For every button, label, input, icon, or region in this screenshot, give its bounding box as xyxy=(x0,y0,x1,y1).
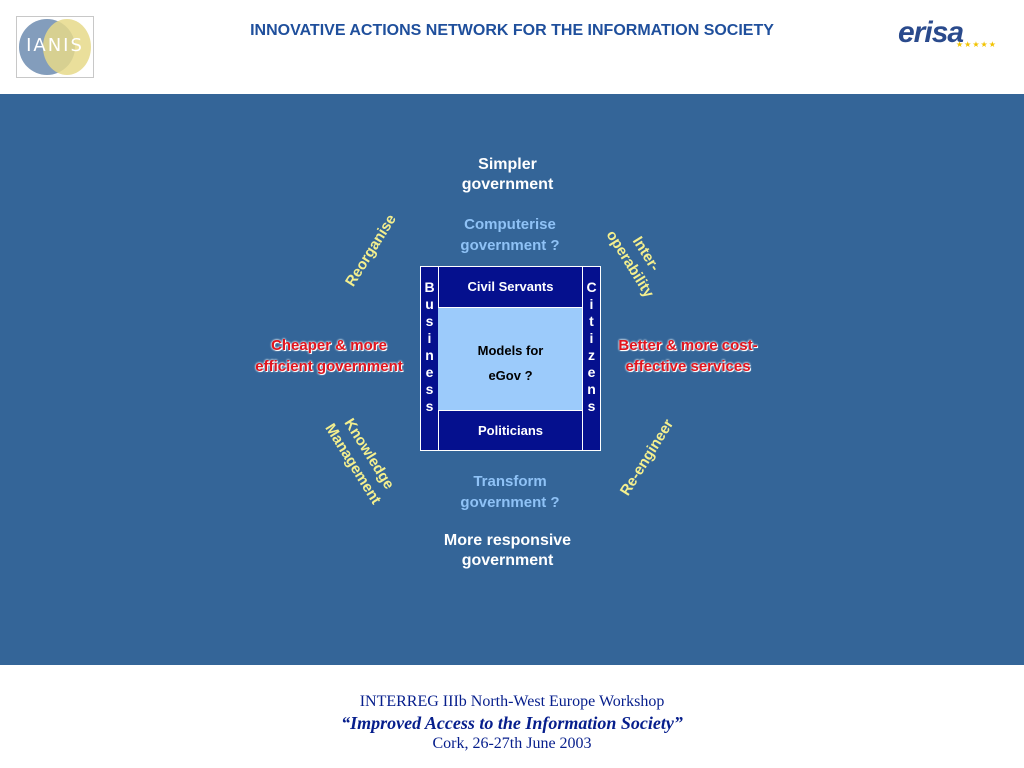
eu-stars-icon: ★★★★★ xyxy=(956,40,997,49)
slide-footer: INTERREG IIIb North-West Europe Workshop… xyxy=(0,665,1024,768)
header-title: INNOVATIVE ACTIONS NETWORK FOR THE INFOR… xyxy=(250,22,774,39)
slide-header: IANIS INNOVATIVE ACTIONS NETWORK FOR THE… xyxy=(0,0,1024,93)
ianis-logo: IANIS xyxy=(16,16,94,78)
erisa-logo: erisa ★★★★★ xyxy=(898,16,997,49)
better-services-label: Better & more cost-effective services xyxy=(618,337,758,375)
civil-servants-bar: Civil Servants xyxy=(438,266,583,308)
footer-workshop: INTERREG IIIb North-West Europe Workshop xyxy=(359,693,665,710)
footer-date: Cork, 26-27th June 2003 xyxy=(432,735,592,752)
politicians-bar: Politicians xyxy=(438,410,583,451)
footer-subtitle: “Improved Access to the Information Soci… xyxy=(341,713,683,733)
